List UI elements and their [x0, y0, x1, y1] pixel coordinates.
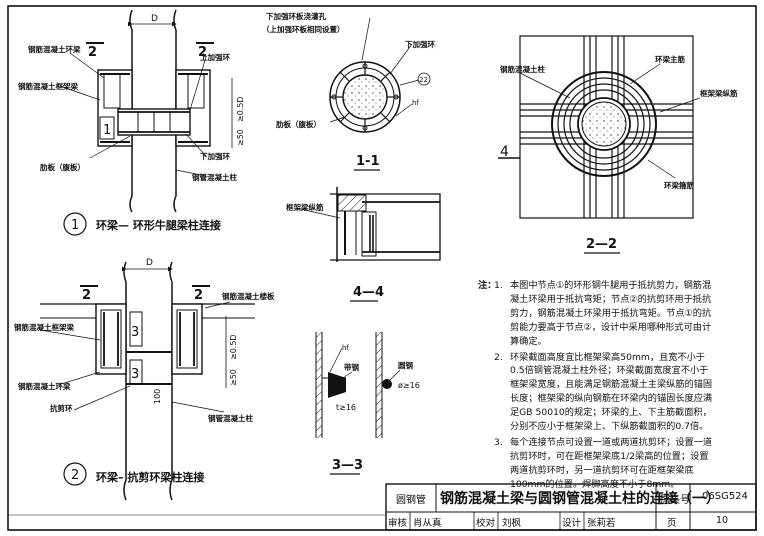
s22-frame-long-bar-label: 框架梁纵筋 — [700, 88, 738, 98]
s44-frame-long-bar-label: 框架梁纵筋 — [286, 202, 324, 212]
d2-node-tag-left: 3 — [131, 325, 139, 340]
s33-phi-ge-16: ø≥16 — [398, 381, 420, 390]
s11-title: 1-1 — [356, 154, 380, 169]
section-3-3: hf 带钢 t≥16 圆钢 ø≥16 3—3 — [315, 332, 420, 475]
d2-shear-ring-label: 抗剪环 — [50, 403, 73, 413]
tb-review-label: 审核 — [388, 518, 408, 529]
d1-dim-d: D — [151, 14, 158, 24]
d2-steel-tube-column-label: 钢管混凝土柱 — [208, 413, 253, 423]
tb-reviewer: 肖从真 — [413, 518, 442, 529]
s33-round-steel-label: 圆钢 — [398, 360, 413, 370]
tb-page-no: 10 — [716, 515, 729, 526]
s33-title: 3—3 — [332, 458, 363, 473]
d2-node-tag-right: 3 — [131, 367, 139, 382]
d1-rib-plate-label: 肋板（腹板） — [40, 162, 85, 172]
s22-rc-column-label: 钢筋混凝土柱 — [500, 64, 545, 74]
note-item-3: 3. 每个连接节点可设置一道或两道抗剪环；设置一道抗剪环时，可在距框架梁底1/2… — [494, 436, 713, 490]
d2-rc-frame-beam-label: 钢筋混凝土框架梁 — [14, 322, 74, 332]
d1-steel-tube-column-label: 钢管混凝土柱 — [192, 172, 237, 182]
s44-title: 4—4 — [353, 285, 384, 300]
d1-number: 1 — [71, 218, 79, 233]
s11-pour-hole-note: （上加强环板相同设置） — [262, 24, 345, 34]
s11-hf: hf — [412, 99, 419, 107]
s11-bottom-ring-label: 下加强环 — [405, 39, 435, 49]
d1-title: 环梁— 环形牛腿梁柱连接 — [96, 218, 221, 232]
d1-section-mark-left: 2 — [88, 45, 97, 60]
tb-category: 圆钢管 — [396, 495, 426, 506]
d2-dim-050: ≥0.5D — [229, 334, 238, 360]
notes-block: 注： 1. 本图中节点①的环形钢牛腿用于抵抗剪力，钢筋混凝土环梁用于抵抗弯矩；节… — [478, 279, 716, 492]
d1-node-tag: 1 — [103, 123, 111, 138]
tb-atlas-no: 06SG524 — [702, 491, 748, 502]
d2-dim-100: 100 — [153, 389, 162, 404]
d2-section-mark-left: 2 — [82, 288, 91, 303]
notes-prefix: 注： — [478, 280, 497, 291]
d2-number: 2 — [71, 468, 79, 483]
d2-rc-floor-slab-label: 钢筋混凝土楼板 — [222, 291, 275, 301]
s22-ring-main-bar-label: 环梁主筋 — [655, 54, 685, 64]
tb-page-label: 页 — [667, 518, 677, 529]
s33-band-steel-label: 带钢 — [344, 362, 359, 372]
d2-rc-ring-beam-label: 钢筋混凝土环梁 — [18, 381, 71, 391]
tb-check-label: 校对 — [476, 518, 496, 529]
s11-size-22: 22 — [419, 76, 428, 84]
tb-title: 钢筋混凝土梁与圆钢管混凝土柱的连接（一） — [440, 491, 720, 507]
s11-pour-hole-label: 下加强环板浇灌孔 — [266, 11, 326, 21]
section-4-4: 框架梁纵筋 4—4 — [286, 187, 441, 302]
tb-designer: 张莉若 — [587, 518, 616, 529]
section-1-1: 下加强环板浇灌孔 （上加强环板相同设置） 下加强环 肋板（腹板） 22 hf 1… — [262, 11, 435, 171]
d2-dim-50: ≥50 — [229, 369, 238, 386]
s33-hf: hf — [342, 344, 349, 352]
tb-checker: 刘枫 — [502, 518, 522, 529]
d1-section-mark-right: 2 — [198, 45, 207, 60]
title-block — [385, 483, 757, 531]
detail-1-ring-corbel: D 2 2 1 ≥0.5D ≥50 钢筋混 — [18, 9, 245, 236]
s22-ring-stirrup-label: 环梁箍筋 — [664, 180, 694, 190]
d2-section-mark-right: 2 — [194, 288, 203, 303]
tb-atlas-label: 图集号 — [660, 495, 690, 506]
section-2-2: 钢筋混凝土柱 环梁主筋 框架梁纵筋 环梁箍筋 4 2—2 — [498, 35, 738, 254]
note-item-1: 注： 1. 本图中节点①的环形钢牛腿用于抵抗剪力，钢筋混凝土环梁用于抵抗弯矩；节… — [478, 280, 712, 347]
d2-dim-d: D — [146, 258, 153, 268]
s22-tag: 4 — [500, 144, 509, 160]
d1-bottom-ring-label: 下加强环 — [200, 151, 230, 161]
s11-rib-plate-label: 肋板（腹板） — [276, 119, 321, 129]
s22-title: 2—2 — [586, 237, 617, 252]
note-item-2: 2. 环梁截面高度宜比框架梁高50mm，且宽不小于0.5倍钢管混凝土柱外径；环梁… — [494, 351, 713, 433]
sheet-border — [7, 5, 757, 531]
d1-rc-frame-beam-label: 钢筋混凝土框架梁 — [18, 81, 78, 91]
detail-2-shear-ring: D 2 2 3 3 ≥0.5D ≥50 100 钢筋混凝 — [14, 258, 275, 501]
d1-dim-050: ≥0.5D — [236, 96, 245, 122]
s33-t-ge-16: t≥16 — [336, 403, 356, 412]
tb-design-label: 设计 — [562, 518, 582, 529]
d1-rc-ring-beam-label: 钢筋混凝土环梁 — [28, 44, 81, 54]
d2-title: 环梁– 抗剪环梁柱连接 — [96, 470, 204, 484]
d1-top-plate-label: 上加强环 — [200, 52, 230, 62]
d1-dim-50: ≥50 — [236, 129, 245, 146]
